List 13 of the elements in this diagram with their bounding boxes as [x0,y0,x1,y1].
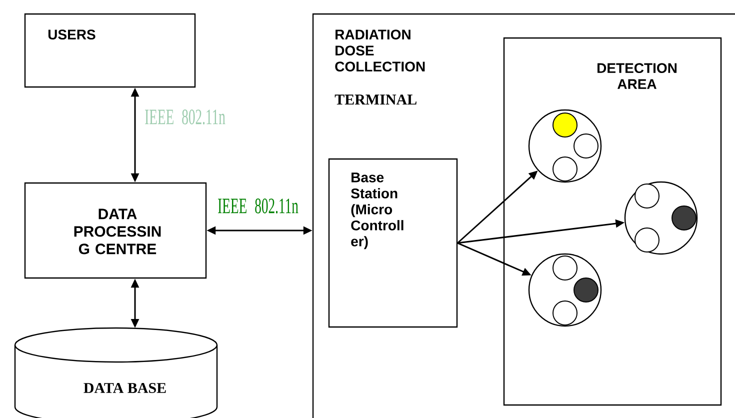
database-cylinder: DATA BASE [14,327,218,418]
edge-label: IEEE 802.11n [216,198,300,214]
box-label: Base Station (Micro Controll er) [351,172,404,250]
box-heading: DETECTION AREA [598,63,677,89]
detector-drawing [624,181,698,255]
detector-drawing [528,253,602,327]
detector-drawing [528,109,602,183]
box-heading: RADIATION DOSE COLLECTION [335,30,425,72]
box-label: DATA PROCESSIN G CENTRE [74,208,161,254]
node-label: DATA BASE [84,382,166,394]
box-heading: TERMINAL [334,94,416,104]
box-heading: USERS [48,30,96,40]
edge-label: IEEE 802.11n [144,108,226,126]
